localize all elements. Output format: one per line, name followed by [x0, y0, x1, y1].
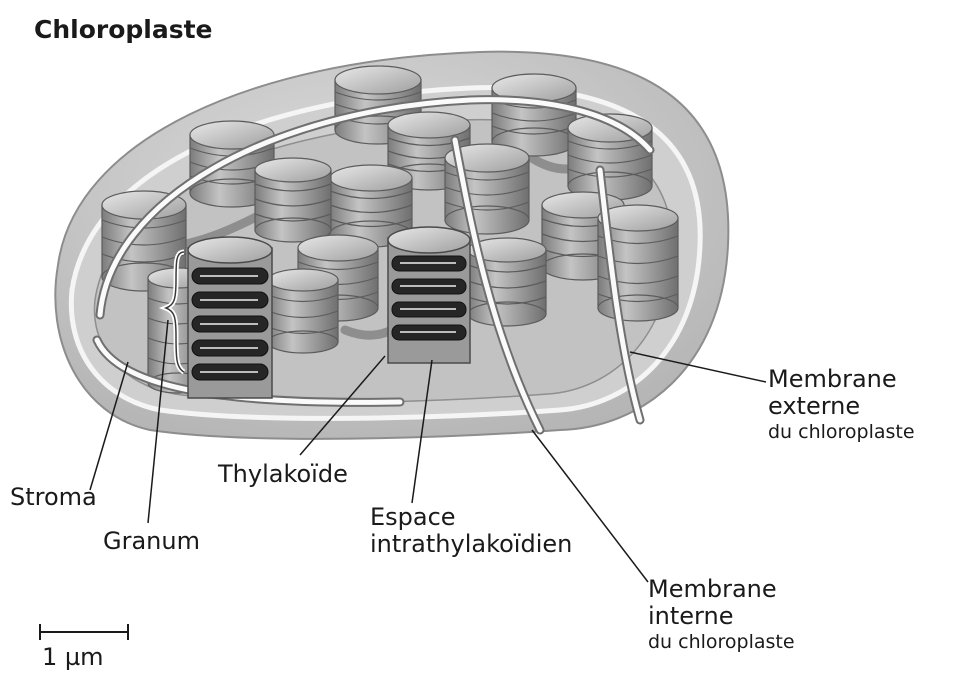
label-thylakoide: Thylakoïde — [218, 461, 348, 488]
label-espace-intrathylakoidien: Espace intrathylakoïdien — [370, 504, 572, 558]
label-membrane-interne: Membrane interne du chloroplaste — [648, 576, 795, 653]
label-line: Membrane — [768, 366, 915, 393]
label-line: intrathylakoïdien — [370, 531, 572, 558]
granum-cutaway-left — [188, 237, 272, 398]
label-granum: Granum — [103, 528, 200, 555]
label-line: externe — [768, 393, 915, 420]
label-line: interne — [648, 603, 795, 630]
scale-bar-label: 1 µm — [42, 644, 104, 671]
label-line: du chloroplaste — [768, 422, 915, 443]
label-line: du chloroplaste — [648, 632, 795, 653]
diagram-title: Chloroplaste — [34, 16, 213, 44]
scale-bar — [40, 624, 128, 640]
granum-stack — [268, 269, 338, 353]
granum-stack — [255, 158, 331, 242]
label-stroma: Stroma — [10, 484, 97, 511]
granum-stack — [492, 74, 576, 156]
granum-cutaway-center — [388, 227, 470, 363]
granum-stack — [568, 114, 652, 200]
label-line: Membrane — [648, 576, 795, 603]
label-line: Espace — [370, 504, 572, 531]
label-membrane-externe: Membrane externe du chloroplaste — [768, 366, 915, 443]
